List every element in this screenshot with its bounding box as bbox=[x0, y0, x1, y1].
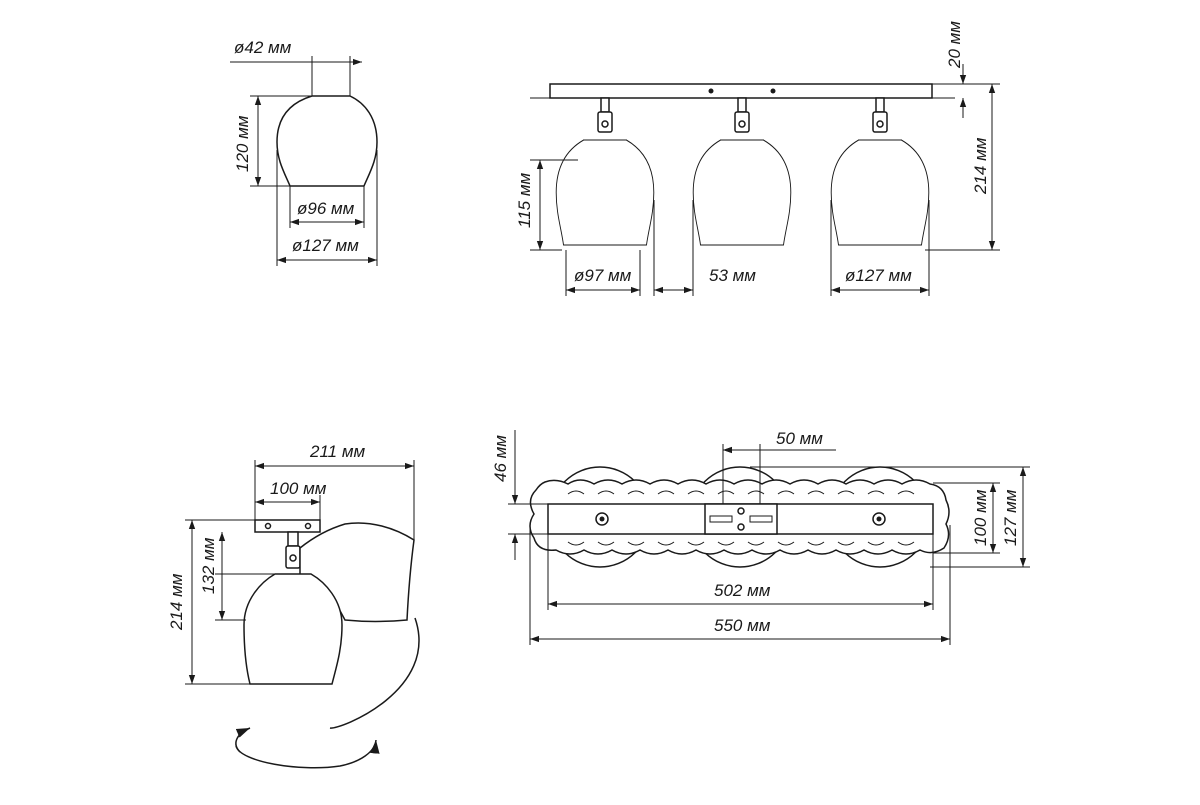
joint-pivot bbox=[738, 120, 746, 128]
joint-pivot bbox=[289, 554, 297, 562]
plate-screw bbox=[708, 88, 714, 94]
plate-screw bbox=[264, 522, 272, 530]
lamp-left bbox=[555, 97, 655, 246]
bracket-slot bbox=[749, 515, 773, 523]
rotation-arrow-icon bbox=[235, 727, 251, 753]
dim-side-lamp-height: 132 мм bbox=[199, 537, 218, 594]
dim-side-plate-width: 100 мм bbox=[270, 479, 327, 498]
lamp-shade bbox=[830, 139, 930, 246]
lamp-stem bbox=[600, 97, 610, 113]
mounting-plate bbox=[549, 83, 933, 99]
lamp-stem bbox=[287, 531, 299, 547]
plate-screw bbox=[304, 522, 312, 530]
lamp-joint bbox=[872, 111, 888, 133]
center-bracket bbox=[704, 503, 778, 535]
lamp-right bbox=[830, 97, 930, 246]
joint-pivot bbox=[876, 120, 884, 128]
bracket-screw bbox=[737, 507, 745, 515]
dim-shade-outer-diameter: ø127 мм bbox=[292, 236, 359, 255]
dim-shade-height: 120 мм bbox=[233, 115, 252, 172]
rotation-arc-icon bbox=[235, 739, 380, 769]
plate-screw bbox=[770, 88, 776, 94]
frame-ornament bbox=[567, 490, 915, 546]
dim-shade-top-diameter: ø42 мм bbox=[234, 38, 292, 57]
dim-shade-opening-diameter: ø97 мм bbox=[574, 266, 632, 285]
lamp-middle bbox=[692, 97, 792, 246]
lamp-shade bbox=[692, 139, 792, 246]
dim-top-bracket-width: 50 мм bbox=[776, 429, 823, 448]
dim-top-plate-length: 502 мм bbox=[714, 581, 771, 600]
vertical-shade bbox=[243, 573, 343, 685]
front-view: 20 мм 214 мм 115 мм ø97 мм 53 мм ø127 мм bbox=[515, 21, 1000, 296]
dim-side-total-height: 214 мм bbox=[167, 573, 186, 631]
mounting-bolt-center bbox=[599, 516, 605, 522]
lamp-joint bbox=[285, 545, 301, 569]
joint-pivot bbox=[601, 120, 609, 128]
lamp-joint bbox=[597, 111, 613, 133]
dim-shade-body-height: 115 мм bbox=[515, 173, 534, 228]
dim-shade-bottom-inner-diameter: ø96 мм bbox=[297, 199, 355, 218]
single-shade-outline bbox=[276, 95, 378, 187]
single-shade-view: ø42 мм 120 мм ø96 мм ø127 мм bbox=[230, 38, 378, 266]
dim-top-total-length: 550 мм bbox=[714, 616, 771, 635]
lamp-joint bbox=[734, 111, 750, 133]
lamp-stem bbox=[737, 97, 747, 113]
side-view: 211 мм 100 мм 214 мм 132 мм bbox=[167, 442, 420, 769]
mounting-bolt bbox=[872, 512, 886, 526]
bracket-slot bbox=[709, 515, 733, 523]
dim-top-plate-offset: 46 мм bbox=[491, 435, 510, 482]
mounting-bolt-center bbox=[876, 516, 882, 522]
top-view: 50 мм 46 мм 100 мм 127 мм 502 мм 550 мм bbox=[491, 429, 1030, 645]
lamp-shade bbox=[555, 139, 655, 246]
dim-shade-gap: 53 мм bbox=[709, 266, 756, 285]
rotation-arc-icon bbox=[329, 617, 420, 729]
bracket-screw bbox=[737, 523, 745, 531]
lamp-stem bbox=[875, 97, 885, 113]
dim-shade-max-diameter: ø127 мм bbox=[845, 266, 912, 285]
dim-top-shade-width: 127 мм bbox=[1001, 489, 1020, 546]
mounting-bolt bbox=[595, 512, 609, 526]
dim-total-height: 214 мм bbox=[971, 137, 990, 195]
dim-plate-thickness: 20 мм bbox=[945, 21, 964, 69]
dim-top-plate-width: 100 мм bbox=[971, 489, 990, 546]
dim-side-total-width: 211 мм bbox=[309, 442, 365, 461]
